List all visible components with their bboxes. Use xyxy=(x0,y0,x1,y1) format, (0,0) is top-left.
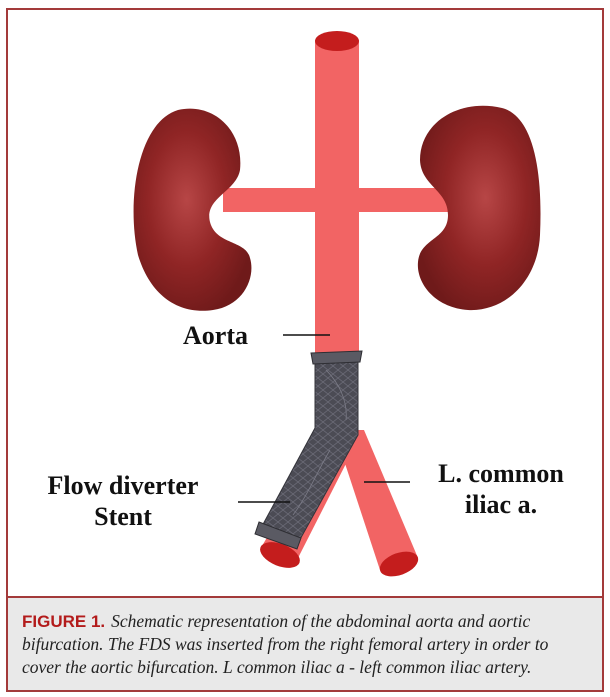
iliac-label-line1: L. common xyxy=(426,460,576,487)
figure-caption-label: FIGURE 1. xyxy=(22,612,105,631)
stent-label: Flow diverter Stent xyxy=(28,472,218,531)
aorta xyxy=(315,40,359,360)
figure-caption: FIGURE 1.Schematic representation of the… xyxy=(8,596,602,690)
stent-label-line1: Flow diverter xyxy=(28,472,218,499)
iliac-label: L. common iliac a. xyxy=(426,460,576,519)
stent-label-line2: Stent xyxy=(28,503,218,530)
figure-illustration: Aorta Flow diverter Stent L. common ilia… xyxy=(8,10,602,596)
aorta-top-cap xyxy=(315,31,359,51)
flow-diverter-stent xyxy=(255,351,362,549)
aorta-label: Aorta xyxy=(183,322,248,349)
figure-frame: Aorta Flow diverter Stent L. common ilia… xyxy=(6,8,604,692)
iliac-label-line2: iliac a. xyxy=(426,491,576,518)
